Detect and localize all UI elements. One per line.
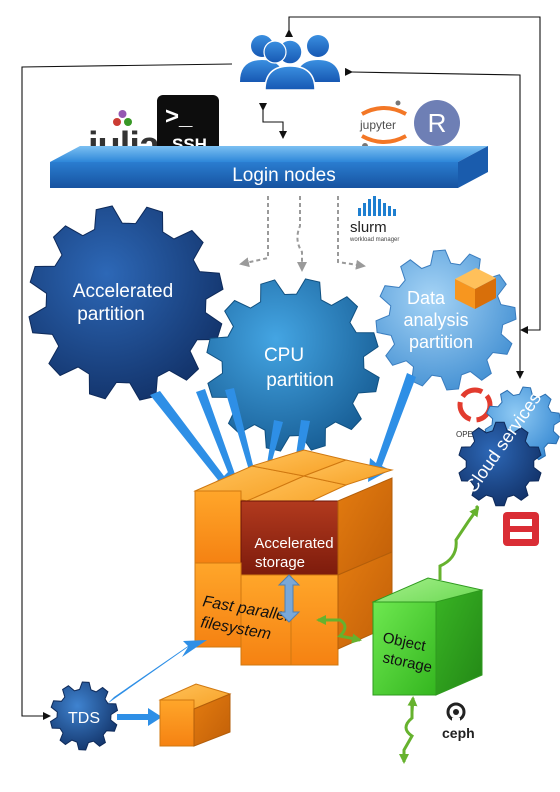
- data-partition-label-2: analysis: [403, 310, 468, 330]
- users-icon: [240, 35, 340, 91]
- accelerated-partition-gear: Accelerated partition: [28, 205, 224, 401]
- data-arrow: [368, 373, 416, 482]
- julia-dot-purple: [118, 110, 127, 118]
- scheduler-arrows: [239, 196, 366, 272]
- tds-label: TDS: [68, 710, 100, 727]
- jupyter-logo: jupyter: [359, 100, 407, 149]
- r-logo: R: [414, 100, 460, 146]
- r-logo-circle: [414, 100, 460, 146]
- slurm-logo: slurm workload manager: [349, 196, 399, 243]
- accel-storage-fs-arrow: [277, 574, 301, 623]
- users-to-cloud-top-line: [285, 16, 541, 334]
- julia-dot-red: [113, 118, 121, 126]
- accelerated-storage-block: [240, 500, 339, 576]
- cpu-partition-label-1: CPU: [264, 345, 304, 366]
- storage-cube: Accelerated storage Fast parallel filesy…: [193, 449, 394, 666]
- object-external-link: [399, 700, 414, 764]
- julia-dot-green: [124, 118, 132, 126]
- jupyter-arc-top: [361, 106, 407, 116]
- openstack-logo: [503, 512, 539, 546]
- object-storage-connectors: [316, 504, 480, 764]
- slurm-logo-text: slurm: [350, 219, 387, 236]
- tds-to-filesystem-arrow: [107, 640, 207, 704]
- accelerated-storage-label-1: Accelerated: [254, 535, 333, 552]
- ceph-logo-text: ceph: [442, 725, 475, 741]
- jupyter-arc-bottom: [361, 134, 407, 144]
- ceph-logo: ceph: [442, 702, 475, 741]
- cpu-arrow-1: [225, 388, 271, 525]
- data-analysis-partition-gear: Data analysis partition: [375, 249, 517, 391]
- tds-to-box-arrow: [117, 708, 162, 726]
- slurm-logo-subtext: workload manager: [349, 237, 399, 243]
- cloud-gear-dark: [458, 421, 542, 507]
- cpu-partition-gear: CPU partition: [206, 278, 380, 452]
- users-to-cloud-right-line: [344, 67, 524, 379]
- data-partition-box-icon: [455, 268, 496, 309]
- accelerated-partition-label-1: Accelerated: [73, 281, 173, 302]
- r-logo-text: R: [428, 108, 447, 138]
- jupyter-logo-text: jupyter: [359, 118, 396, 132]
- slurm-bars: [358, 196, 396, 216]
- users-to-tds-line: [21, 63, 233, 720]
- user-connectors: [21, 16, 541, 720]
- object-storage-cube: Object storage: [371, 577, 484, 696]
- cpu-partition-label-2: partition: [266, 370, 334, 391]
- accel-arrow-1: [150, 391, 232, 490]
- users-to-login-line: [259, 103, 287, 139]
- ssh-logo-box: [157, 95, 219, 157]
- tds-storage-box: [158, 683, 232, 747]
- tds-gear: TDS: [49, 681, 119, 751]
- login-nodes-bar: Login nodes: [50, 146, 488, 188]
- accelerated-partition-label-2: partition: [77, 304, 145, 325]
- ssh-prompt-text: >_: [165, 103, 193, 130]
- compute-to-storage-arrows: [150, 373, 416, 525]
- data-partition-label-3: partition: [409, 332, 473, 352]
- fs-object-link: [320, 618, 362, 644]
- login-nodes-label: Login nodes: [232, 165, 336, 186]
- object-cloud-link: [438, 506, 480, 580]
- accelerated-storage-label-2: storage: [255, 554, 305, 571]
- data-partition-label-1: Data: [407, 288, 446, 308]
